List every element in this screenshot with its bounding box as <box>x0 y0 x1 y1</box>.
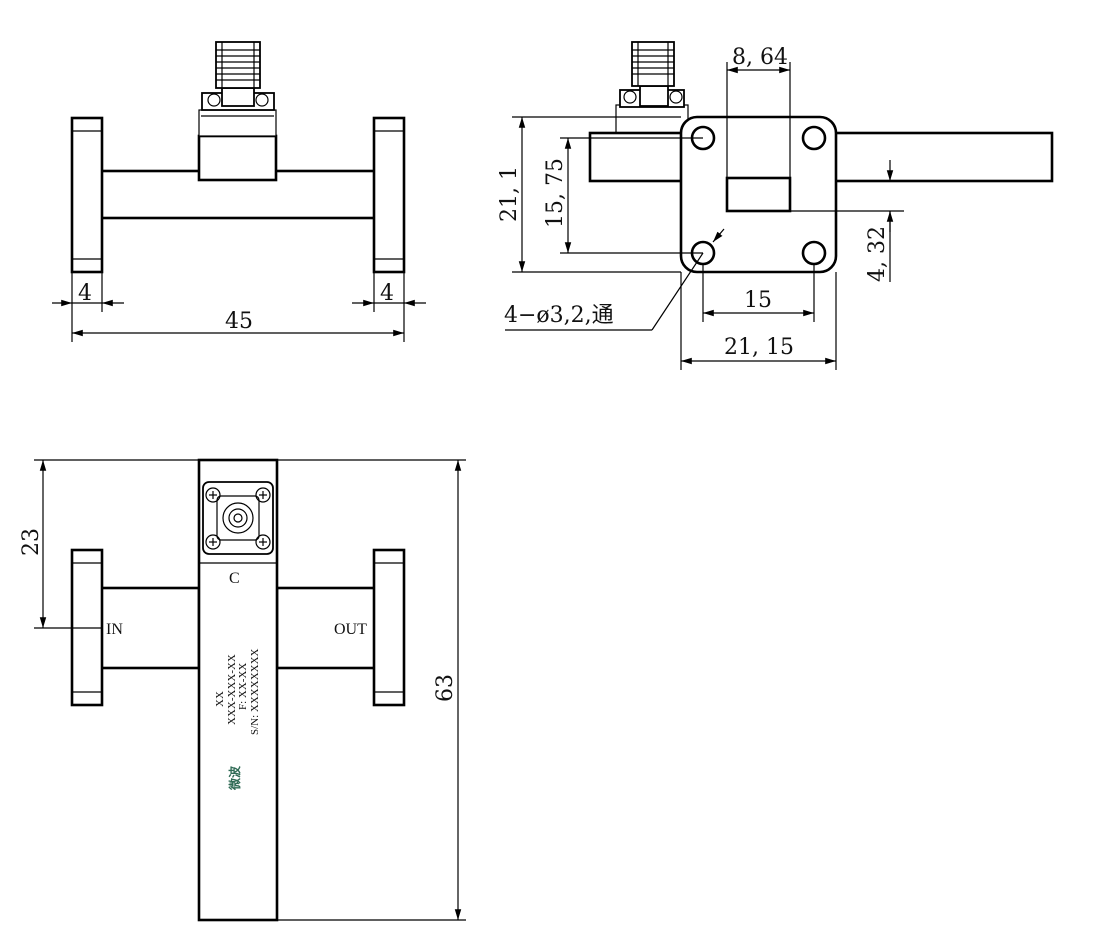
top-view: C IN OUT XX XXX-XXX-XX F: XX-XX S/N: XXX… <box>19 458 466 922</box>
label-coupled-port: C <box>229 570 240 587</box>
left-flange <box>70 116 104 274</box>
hole-callout: 4−ø3,2,通 <box>504 303 614 328</box>
dim-body-length: 63 <box>433 674 458 702</box>
nameplate-line3: F: XX-XX <box>237 663 249 710</box>
nameplate-line2: XXX-XXX-XX <box>226 654 238 725</box>
dim-flange-height: 21, 1 <box>497 166 522 222</box>
dim-hole-spacing-v: 15, 75 <box>543 158 568 228</box>
sma-connector-side-icon <box>631 41 675 87</box>
sma-connector-icon <box>215 41 261 89</box>
waveguide-aperture <box>725 176 792 213</box>
connector-mount <box>202 481 274 555</box>
dim-port-offset: 23 <box>19 528 44 556</box>
dim-total-length: 45 <box>225 309 253 334</box>
label-output: OUT <box>334 621 367 638</box>
dim-flange-width: 21, 15 <box>724 335 794 360</box>
mounting-hole-icon <box>801 125 827 151</box>
label-input: IN <box>106 621 123 638</box>
nameplate-line1: XX <box>214 691 226 707</box>
dim-flange-left: 4 <box>78 281 92 306</box>
dim-flange-right: 4 <box>380 281 394 306</box>
right-flange <box>372 116 406 274</box>
dim-hole-spacing-h: 15 <box>744 288 772 313</box>
screw-icon <box>205 487 271 550</box>
connector-icon <box>222 502 254 534</box>
side-view: 8, 64 21, 1 15, 75 4, 32 15 21, 15 4−ø3, <box>497 41 1054 370</box>
company-logo: 微波 <box>227 765 242 791</box>
output-flange <box>372 548 406 707</box>
dim-aperture-offset: 4, 32 <box>865 226 890 282</box>
coupler-block <box>197 134 278 182</box>
nameplate-line4: S/N: XXXXXXXX <box>249 648 261 735</box>
nameplate: XX XXX-XXX-XX F: XX-XX S/N: XXXXXXXX 微波 <box>214 648 261 791</box>
front-view: 4 4 45 <box>52 41 426 342</box>
dim-aperture-width: 8, 64 <box>732 45 788 70</box>
